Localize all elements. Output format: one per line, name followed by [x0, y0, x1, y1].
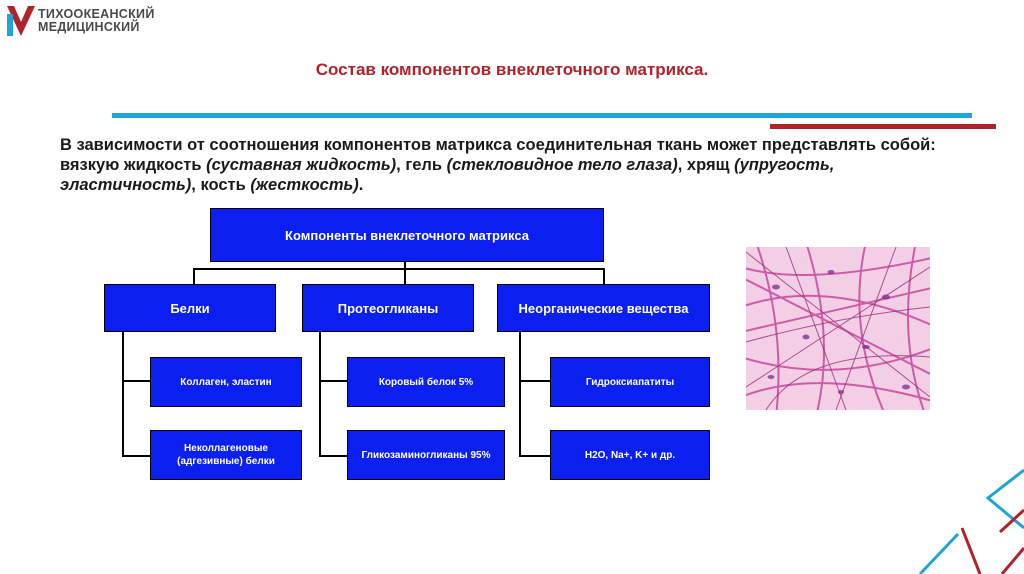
- para-text-5: .: [358, 176, 364, 194]
- connector: [193, 268, 195, 284]
- logo-icon: [7, 6, 35, 36]
- leaf-box: H2O, Na+, K+ и др.: [550, 430, 710, 480]
- branch-box-proteoglycans: Протеогликаны: [302, 284, 474, 332]
- connector: [519, 455, 550, 457]
- connector: [319, 380, 347, 382]
- connector: [193, 268, 605, 270]
- branch-box-inorganic: Неорганические вещества: [497, 284, 710, 332]
- leaf-box: Неколлагеновые (адгезивные) белки: [150, 430, 302, 480]
- para-italic-2: (стекловидное тело глаза): [446, 156, 678, 174]
- divider-red: [770, 124, 996, 129]
- para-italic-3: (упругость, эластичность): [60, 156, 835, 194]
- para-text-2: , гель: [396, 156, 447, 174]
- connector: [404, 262, 406, 269]
- para-text-1: В зависимости от соотношения компонентов…: [60, 136, 936, 174]
- intro-paragraph: В зависимости от соотношения компонентов…: [60, 135, 940, 195]
- tissue-micrograph-image: [746, 247, 930, 410]
- connector: [122, 332, 124, 456]
- connector: [519, 332, 521, 456]
- connector: [122, 380, 150, 382]
- logo-line1: ТИХООКЕАНСКИЙ: [38, 7, 155, 21]
- leaf-box: Коровый белок 5%: [347, 357, 505, 407]
- leaf-box: Коллаген, эластин: [150, 357, 302, 407]
- para-text-4: , кость: [191, 176, 251, 194]
- leaf-box: Гидроксиапатиты: [550, 357, 710, 407]
- para-italic-4: (жесткость): [250, 176, 359, 194]
- connector: [404, 268, 406, 284]
- divider-blue: [112, 113, 972, 118]
- root-box: Компоненты внеклеточного матрикса: [210, 208, 604, 262]
- leaf-box: Гликозаминогликаны 95%: [347, 430, 505, 480]
- connector: [319, 455, 347, 457]
- logo-line2: МЕДИЦИНСКИЙ: [38, 20, 140, 34]
- para-text-3: , хрящ: [677, 156, 735, 174]
- connector: [122, 455, 150, 457]
- connector: [603, 268, 605, 284]
- connector: [319, 332, 321, 456]
- decorative-corner-lines: [918, 468, 1024, 574]
- logo-text: ТИХООКЕАНСКИЙ МЕДИЦИНСКИЙ: [38, 8, 155, 34]
- page-title: Состав компонентов внеклеточного матрикс…: [315, 60, 709, 79]
- para-italic-1: (суставная жидкость): [206, 156, 397, 174]
- branch-box-proteins: Белки: [104, 284, 276, 332]
- connector: [519, 380, 550, 382]
